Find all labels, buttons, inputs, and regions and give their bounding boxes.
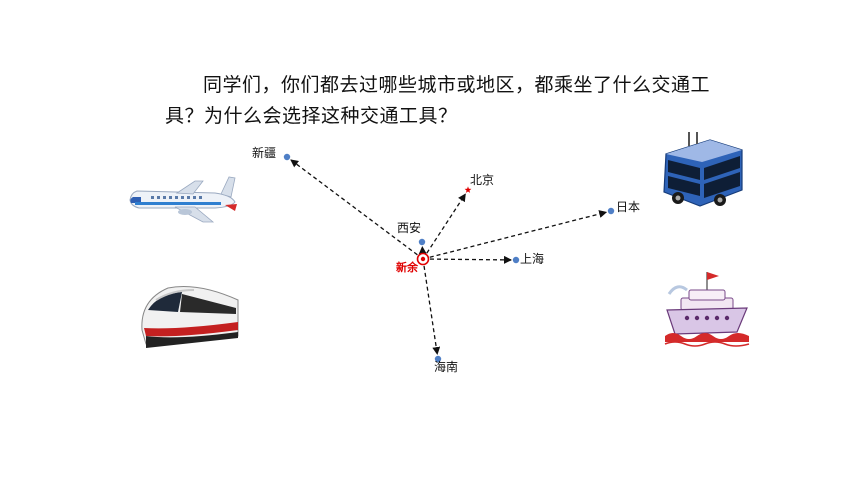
high-speed-train-image [141,286,239,348]
city-label-xian: 西安 [397,220,421,235]
route-arrow-xinjiang [290,159,418,256]
origin-label: 新余 [396,260,419,274]
route-arrow-hainan [423,265,441,356]
city-label-shanghai: 上海 [520,251,544,266]
origin-marker [416,252,430,266]
city-label-hainan: 海南 [434,359,458,374]
city-label-japan: 日本 [616,200,640,214]
airplane-image [129,176,237,223]
cruise-ship-image [664,272,750,347]
city-dot-japan [607,207,615,215]
city-markers [283,153,615,363]
question-text: 同学们，你们都去过哪些城市或地区，都乘坐了什么交通工具？为什么会选择这种交通工具… [165,74,711,127]
city-star-beijing [464,186,472,193]
double-decker-bus-image [663,132,743,207]
route-arrow-beijing [426,193,466,254]
route-arrow-japan [429,210,608,258]
route-arrow-shanghai [429,255,513,264]
city-dot-xinjiang [283,153,291,161]
route-arrows [290,159,608,356]
city-label-xinjiang: 新疆 [252,145,276,160]
city-dot-xian [418,238,426,246]
city-label-beijing: 北京 [470,173,494,187]
city-dot-hainan [434,355,442,363]
city-dot-shanghai [512,256,520,264]
